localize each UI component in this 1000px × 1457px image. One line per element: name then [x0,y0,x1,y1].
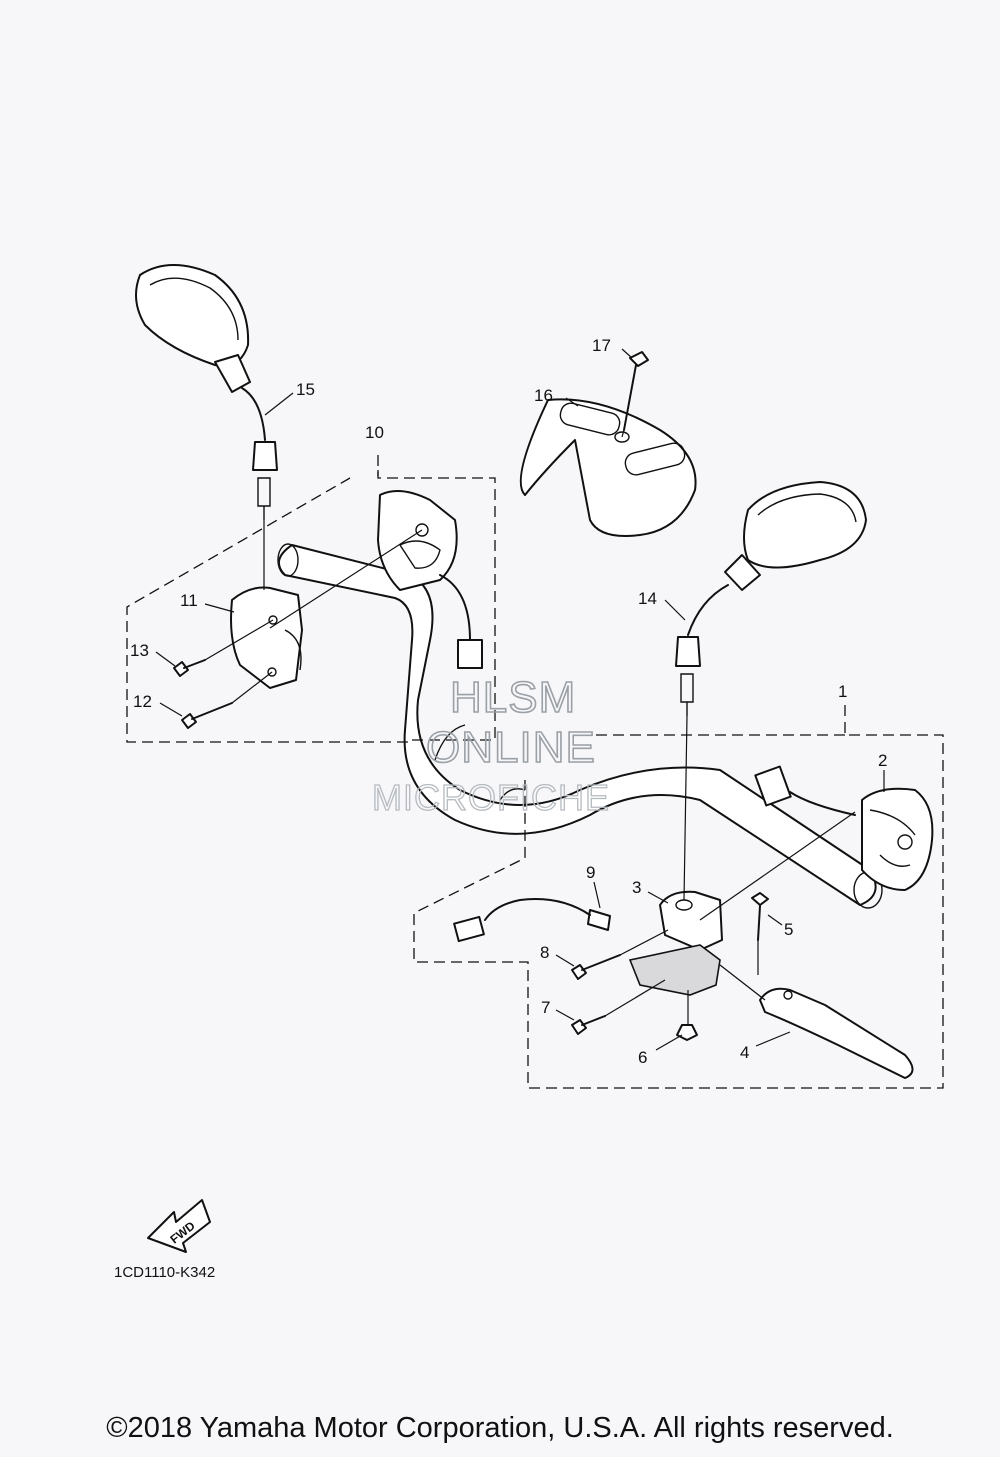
callout-labels: 1 2 3 4 5 6 7 8 9 10 11 12 13 14 15 16 1… [130,336,887,1067]
callout-6: 6 [638,1048,647,1067]
left-mirror [135,264,278,520]
callout-1: 1 [838,682,847,701]
callout-5: 5 [784,920,793,939]
cover [519,351,697,537]
reference-lines [204,429,856,1025]
callout-14: 14 [638,589,657,608]
watermark-line-3: MICROFICHE [372,777,610,818]
callout-16: 16 [534,386,553,405]
screws-left [173,659,233,729]
right-mirror [675,481,867,716]
callout-4: 4 [740,1043,749,1062]
watermark: HLSM ONLINE MICROFICHE [371,672,610,818]
callout-12: 12 [133,692,152,711]
callout-9: 9 [586,863,595,882]
callout-7: 7 [541,998,550,1017]
screws-right [453,898,621,1035]
copyright-notice: ©2018 Yamaha Motor Corporation, U.S.A. A… [106,1412,894,1444]
leader-lines [155,348,885,1051]
watermark-line-1: HLSM [450,673,576,722]
callout-11: 11 [180,591,198,610]
watermark-line-2: ONLINE [426,723,596,772]
callout-17: 17 [592,336,611,355]
assembly-10-boundary [126,470,496,743]
callout-8: 8 [540,943,549,962]
callout-10: 10 [365,423,384,442]
handlebar [277,543,883,909]
diagram-code: 1CD1110-K342 [114,1264,216,1281]
fwd-arrow-icon: FWD [147,1199,211,1253]
callout-15: 15 [296,380,315,399]
left-switch [230,490,483,689]
assembly-1-boundary [413,705,944,1089]
callout-13: 13 [130,641,149,660]
right-switch [754,765,934,891]
brake-assembly [628,890,914,1079]
callout-3: 3 [632,878,641,897]
callout-2: 2 [878,751,887,770]
